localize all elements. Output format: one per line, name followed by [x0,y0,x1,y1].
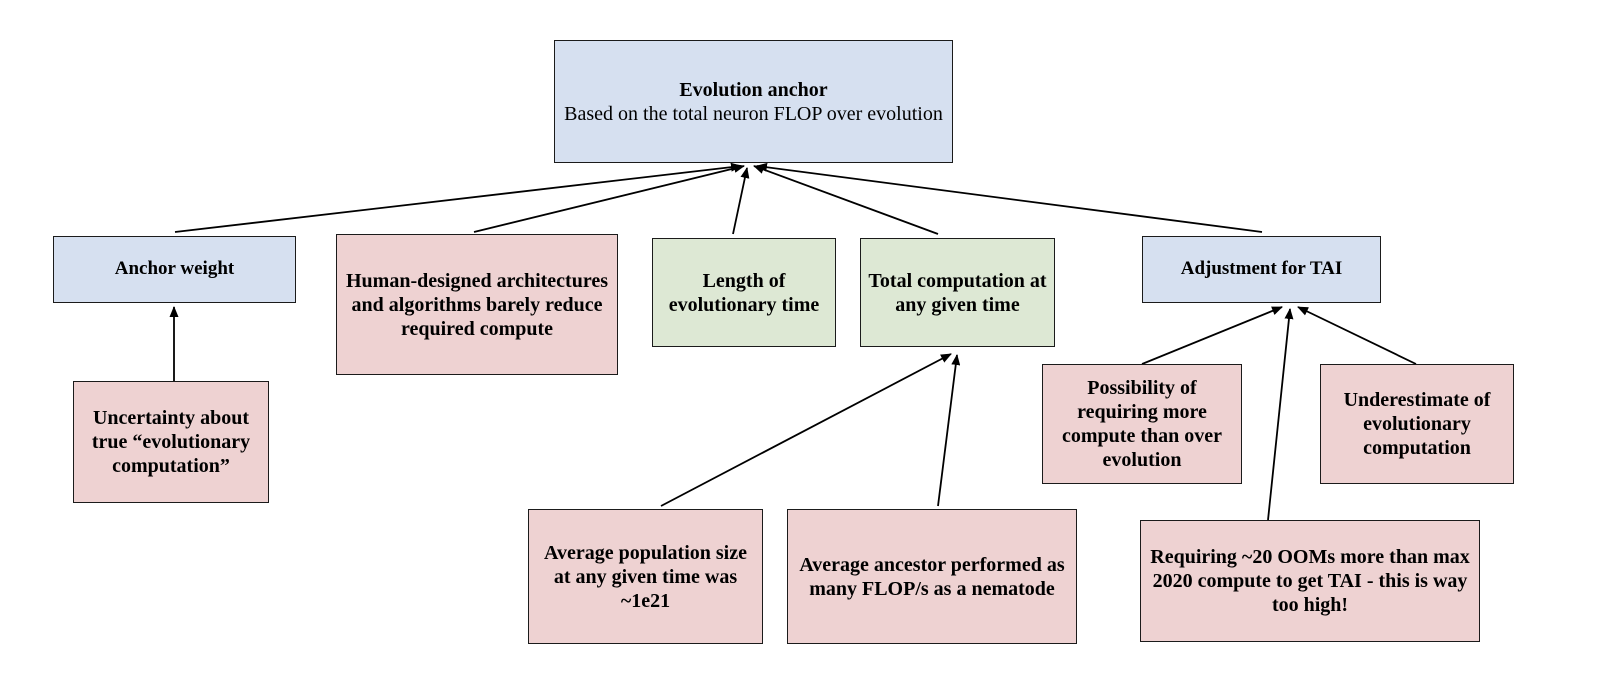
node-uncertainty[interactable]: Uncertainty about true “evolutionary com… [73,381,269,503]
edge-human-designed-to-evolution-anchor [473,164,745,233]
node-length-evolutionary-time-title: Length of evolutionary time [668,269,820,316]
edge-adjustment-tai-to-evolution-anchor [756,162,1263,233]
node-requiring-20-ooms-title: Requiring ~20 OOMs more than max 2020 co… [1150,546,1470,616]
node-avg-ancestor[interactable]: Average ancestor performed as many FLOP/… [787,509,1077,644]
node-human-designed[interactable]: Human-designed architectures and algorit… [336,234,618,375]
node-adjustment-tai-title: Adjustment for TAI [1180,258,1343,280]
node-requiring-20-ooms[interactable]: Requiring ~20 OOMs more than max 2020 co… [1140,520,1480,642]
edge-anchor-weight-to-evolution-anchor [174,162,742,233]
node-underestimate[interactable]: Underestimate of evolutionary computatio… [1320,364,1514,484]
edge-length-time-to-evolution-anchor [732,167,750,235]
node-possibility-more-compute-title: Possibility of requiring more compute th… [1062,377,1222,471]
edge-avg-population-to-total-computation [660,353,952,507]
node-human-designed-title: Human-designed architectures and algorit… [345,269,609,340]
edge-possibility-to-adjustment-tai [1141,306,1283,365]
edge-total-computation-to-evolution-anchor [753,165,939,235]
node-avg-population-title: Average population size at any given tim… [544,541,747,612]
node-length-evolutionary-time[interactable]: Length of evolutionary time [652,238,836,347]
node-avg-ancestor-title: Average ancestor performed as many FLOP/… [799,553,1065,600]
node-adjustment-tai[interactable]: Adjustment for TAI [1142,236,1381,303]
node-evolution-anchor-subtitle: Based on the total neuron FLOP over evol… [564,102,943,125]
node-total-computation-title: Total computation at any given time [868,269,1047,316]
node-uncertainty-title: Uncertainty about true “evolutionary com… [91,407,251,477]
node-possibility-more-compute[interactable]: Possibility of requiring more compute th… [1042,364,1242,484]
node-total-computation[interactable]: Total computation at any given time [860,238,1055,347]
node-evolution-anchor-title: Evolution anchor [679,78,828,101]
node-anchor-weight[interactable]: Anchor weight [53,236,296,303]
edge-avg-ancestor-to-total-computation [937,354,961,507]
edge-requiring-ooms-to-adjustment-tai [1267,308,1294,521]
node-avg-population[interactable]: Average population size at any given tim… [528,509,763,644]
node-evolution-anchor[interactable]: Evolution anchor Based on the total neur… [554,40,953,163]
node-anchor-weight-title: Anchor weight [114,258,235,280]
edge-underestimate-to-adjustment-tai [1297,306,1417,365]
node-underestimate-title: Underestimate of evolutionary computatio… [1343,389,1491,459]
